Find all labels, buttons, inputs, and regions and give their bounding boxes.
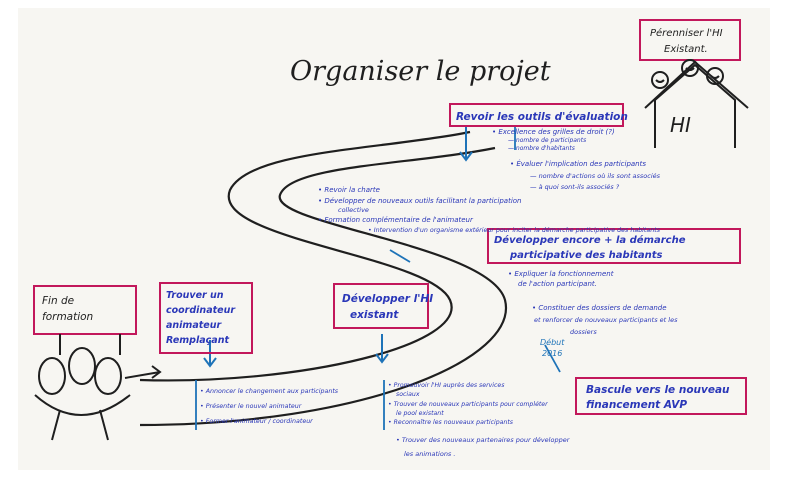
box-switch: Bascule vers le nouveau financement AVP — [575, 377, 747, 415]
box-coordinator-line4: Remplaçant — [166, 335, 229, 346]
box-develop-hi-line1: Développer l'HI — [342, 293, 433, 305]
box-existing-line2: Existant. — [664, 44, 708, 55]
box-coordinator: Trouver un coordinateur animateur Rempla… — [159, 282, 253, 354]
note-eval-1: • Évaluer l'implication des participants — [510, 159, 646, 168]
note-eval-2: — nombre d'actions où ils sont associés — [530, 172, 661, 180]
house-label: HI — [670, 113, 691, 137]
page-title: Organiser le projet — [290, 56, 551, 87]
box-coordinator-line3: animateur — [166, 320, 222, 331]
box-engage-line2: participative des habitants — [509, 250, 663, 261]
note-bm-3: • Trouver de nouveaux participants pour … — [388, 400, 548, 408]
box-develop-hi-line2: existant — [350, 309, 399, 321]
box-engage: Développer encore + la démarche particip… — [487, 228, 741, 264]
box-tools: Revoir les outils d'évaluation — [449, 103, 628, 127]
note-bl-1: • Annoncer le changement aux participant… — [200, 387, 339, 395]
note-tools-3: — nombre d'habitants — [508, 145, 575, 152]
note-right-4: et renforcer de nouveaux participants et… — [534, 316, 678, 324]
box-end-line1: Fin de — [42, 295, 74, 307]
start-marker-line2: 2016 — [542, 349, 562, 358]
house-illustration — [644, 59, 749, 148]
note-bm-6: • Trouver des nouveaux partenaires pour … — [396, 436, 571, 444]
note-right-3: • Constituer des dossiers de demande — [532, 304, 667, 312]
note-mid-2: • Développer de nouveaux outils facilita… — [318, 197, 522, 205]
note-mid-1: • Revoir la charte — [318, 186, 380, 194]
note-bm-1: • Promouvoir l'HI auprès des services — [388, 381, 505, 389]
note-bl-2: • Présenter le nouvel animateur — [200, 402, 302, 410]
start-marker-line1: Début — [540, 337, 565, 347]
note-bl-3: • Former l'animateur / coordinateur — [200, 417, 313, 425]
people-illustration — [34, 334, 162, 441]
arrows — [203, 125, 473, 368]
note-mid-3: collective — [338, 206, 369, 214]
box-coordinator-line1: Trouver un — [166, 290, 224, 301]
note-tools-2: — nombre de participants — [508, 137, 586, 144]
box-coordinator-line2: coordinateur — [166, 305, 236, 316]
note-bm-7: les animations . — [404, 450, 455, 458]
road-ticks — [195, 125, 561, 430]
note-right-2: de l'action participant. — [518, 280, 597, 288]
paper — [18, 8, 770, 470]
note-mid-5: • Intervention d'un organisme extérieur … — [368, 226, 661, 234]
box-develop-hi: Développer l'HI existant — [333, 283, 433, 329]
note-bm-2: sociaux — [396, 391, 420, 398]
box-engage-line1: Développer encore + la démarche — [494, 234, 686, 246]
box-switch-line1: Bascule vers le nouveau — [586, 384, 730, 396]
box-existing: Pérenniser l'HI Existant. — [639, 19, 741, 61]
road — [139, 130, 508, 427]
box-end: Fin de formation — [33, 285, 137, 335]
box-end-line2: formation — [42, 311, 93, 323]
note-eval-3: — à quoi sont-ils associés ? — [530, 183, 620, 191]
note-right-1: • Expliquer la fonctionnement — [508, 270, 614, 278]
note-mid-4: • Formation complémentaire de l'animateu… — [318, 216, 474, 224]
box-switch-line2: financement AVP — [586, 399, 687, 411]
box-existing-line1: Pérenniser l'HI — [650, 27, 723, 39]
note-bm-5: • Reconnaître les nouveaux participants — [388, 418, 514, 426]
box-tools-label: Revoir les outils d'évaluation — [456, 111, 628, 123]
note-tools-1: • Excellence des grilles de droit (?) — [492, 128, 615, 136]
note-right-5: dossiers — [570, 328, 597, 336]
note-bm-4: le pool existant — [396, 409, 444, 417]
